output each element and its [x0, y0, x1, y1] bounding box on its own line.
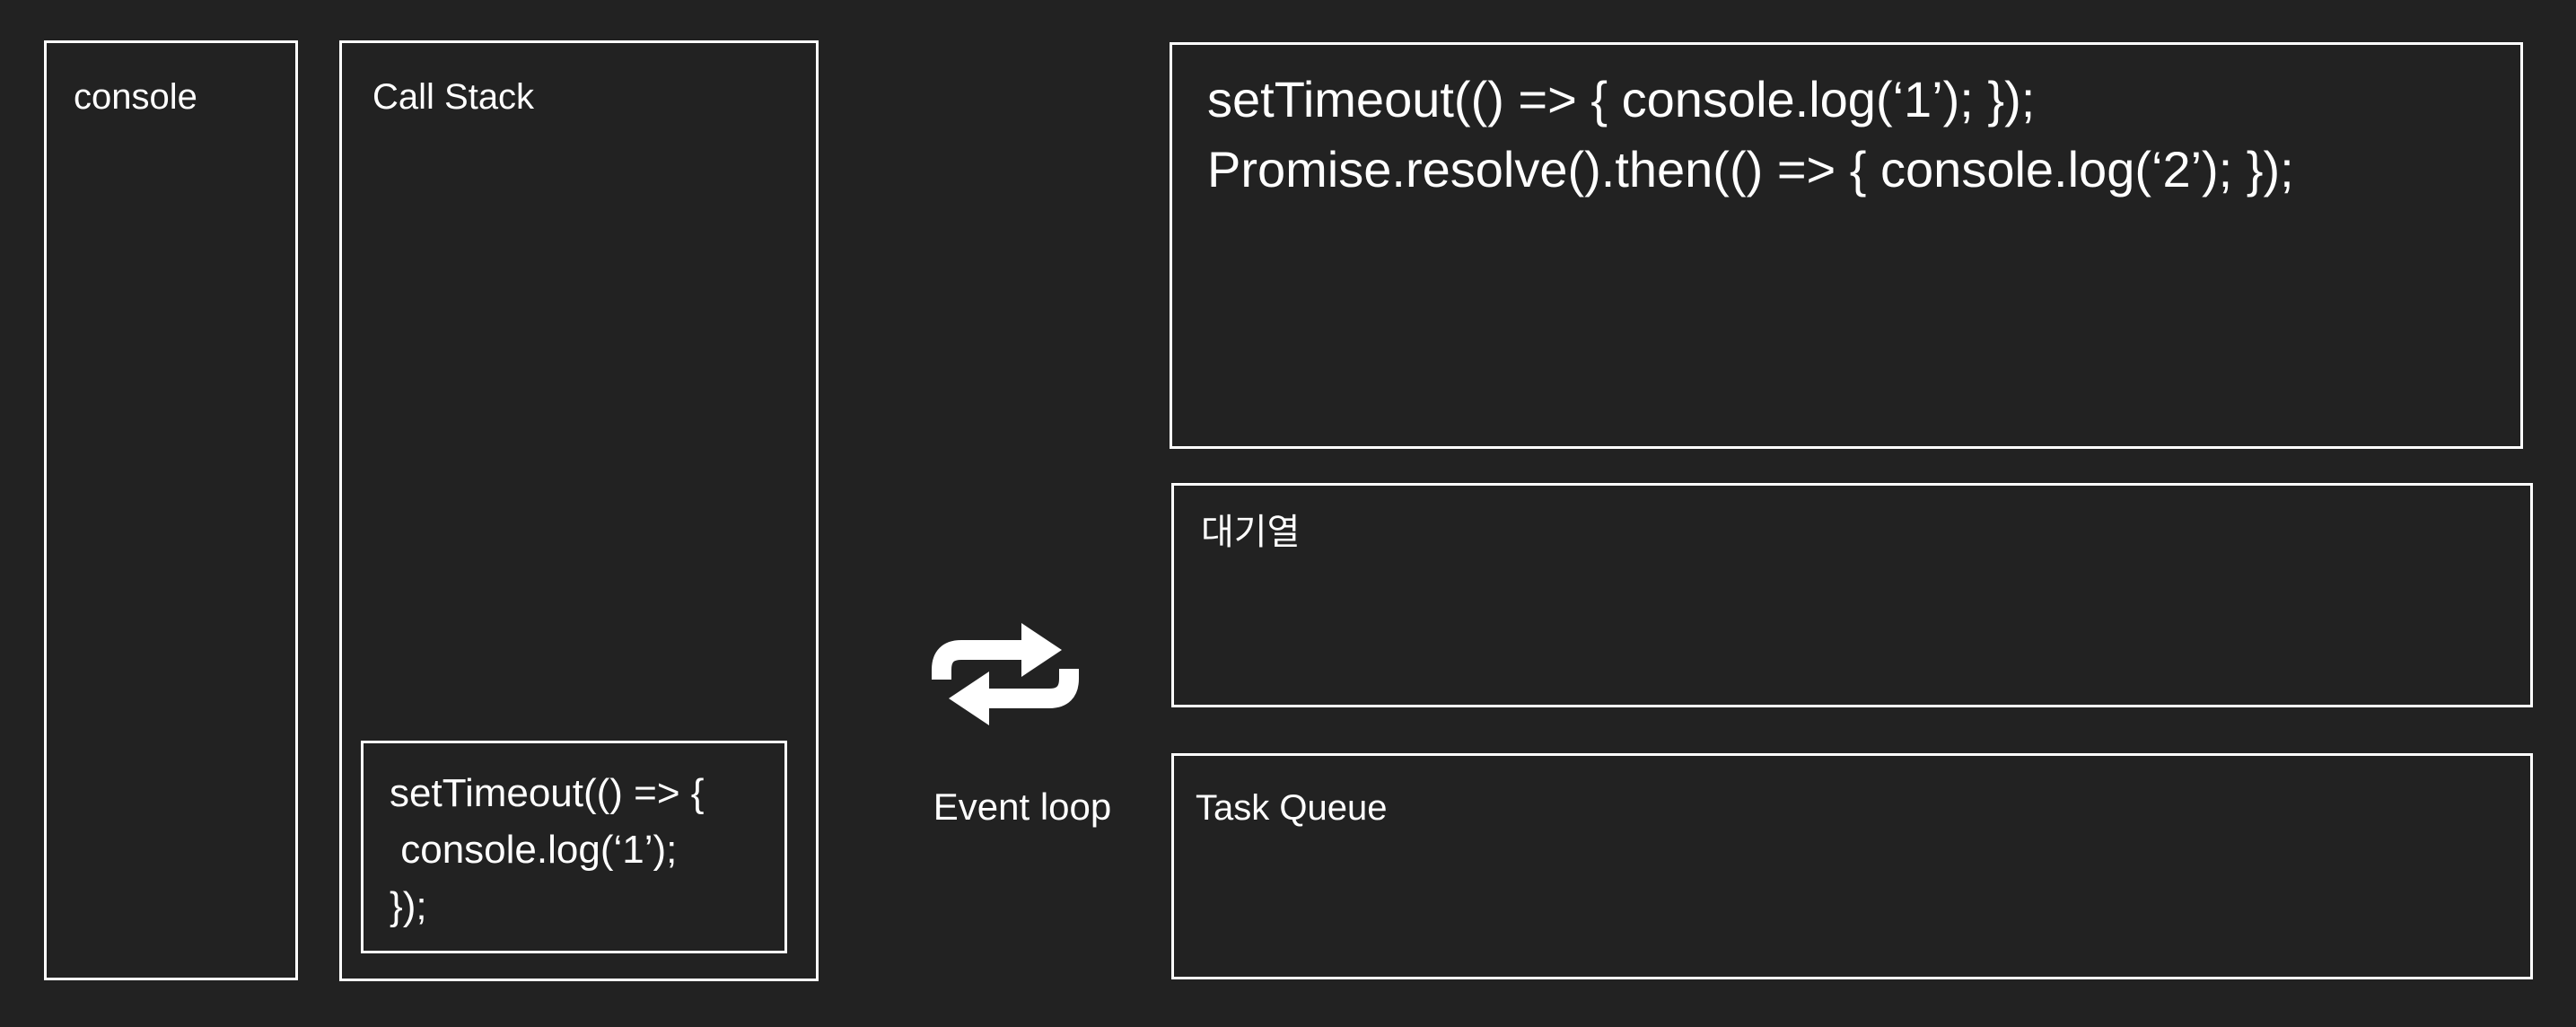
microtask-queue-panel: 대기열 [1171, 483, 2533, 707]
task-queue-panel-label: Task Queue [1196, 788, 1388, 828]
console-panel-label: console [74, 77, 197, 117]
call-stack-panel: Call Stack [339, 40, 819, 981]
frame-code-line: console.log(‘1’); [390, 828, 678, 872]
task-queue-panel: Task Queue [1171, 753, 2533, 979]
frame-code-line: }); [390, 884, 427, 928]
call-stack-panel-label: Call Stack [372, 77, 535, 117]
source-code-line: setTimeout(() => { console.log(‘1’); }); [1207, 71, 2036, 127]
console-panel: console [44, 40, 298, 980]
repeat-arrows-icon [932, 623, 1079, 725]
call-stack-frame: setTimeout(() => { console.log(‘1’); }); [361, 741, 787, 953]
event-loop-label: Event loop [933, 786, 1112, 828]
source-code-line: Promise.resolve().then(() => { console.l… [1207, 141, 2294, 198]
source-code-panel: setTimeout(() => { console.log(‘1’); });… [1170, 42, 2523, 449]
frame-code-line: setTimeout(() => { [390, 771, 705, 815]
microtask-queue-panel-label: 대기열 [1201, 513, 1301, 552]
